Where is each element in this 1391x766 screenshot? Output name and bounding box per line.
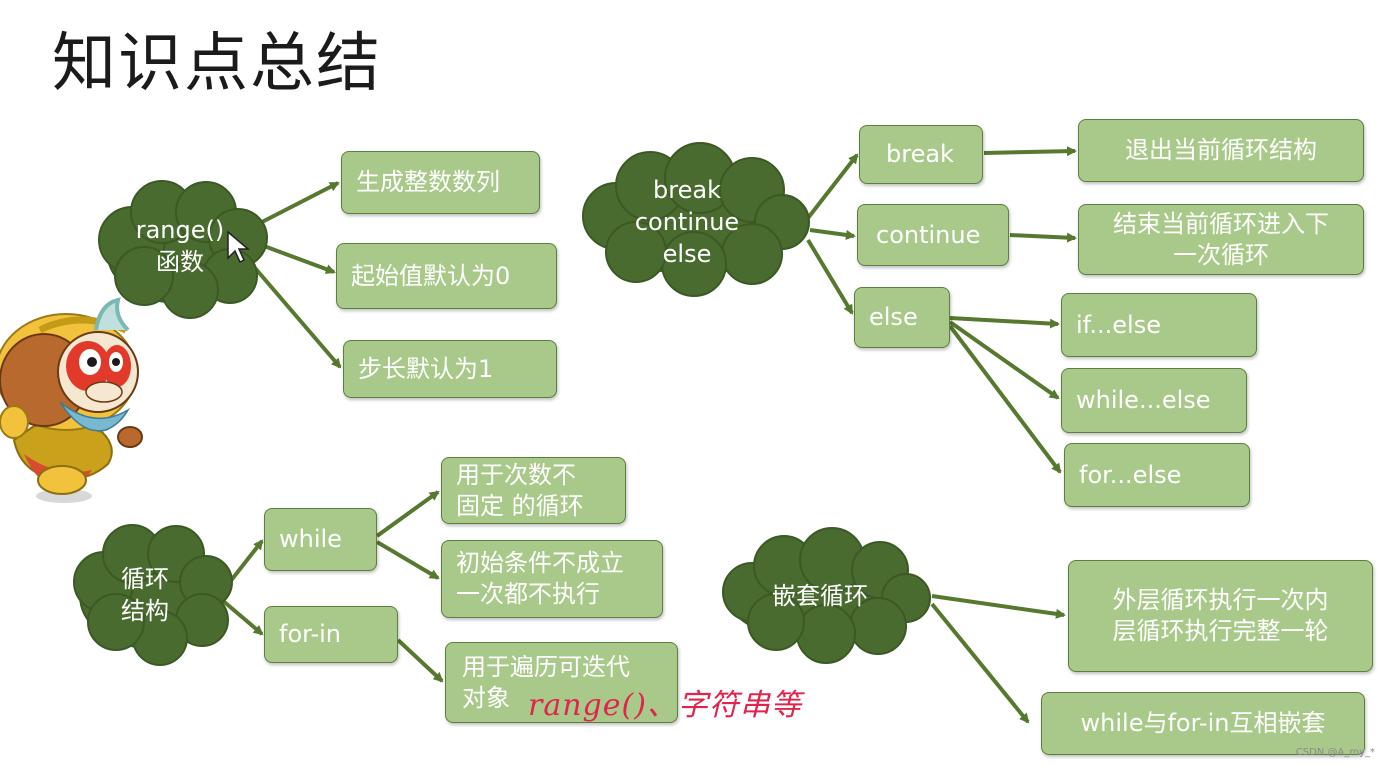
arrow-flow-to-else	[806, 238, 854, 315]
page-title: 知识点总结	[52, 27, 382, 101]
cloud-loop-label: 循环 结构	[121, 565, 169, 625]
arrow-else-to-while-else	[948, 320, 1060, 400]
node-while-desc2: 初始条件不成立 一次都不执行	[441, 540, 663, 618]
node-continue: continue	[857, 204, 1009, 266]
arrow-range-to-gen-seq	[261, 181, 340, 224]
cloud-flow	[582, 142, 810, 297]
arrow-while-to-desc	[375, 490, 440, 538]
handwritten-annotation: range()、字符串等	[528, 688, 802, 723]
cloud-loop	[73, 524, 233, 666]
arrow-break-to-desc	[983, 146, 1077, 157]
node-while-else: while...else	[1061, 368, 1247, 433]
cloud-range	[98, 180, 268, 319]
cloud-flow-label: break continue else	[634, 176, 740, 268]
arrow-range-to-step-default	[253, 266, 342, 369]
node-if-else: if...else	[1061, 293, 1257, 357]
monkey-mascot-illustration	[0, 297, 143, 503]
arrow-else-to-if-else	[949, 316, 1060, 329]
node-start-default: 起始值默认为0	[336, 243, 557, 309]
node-nested-desc: 外层循环执行一次内 层循环执行完整一轮	[1068, 560, 1373, 672]
cloud-range-label: range() 函数	[135, 216, 225, 276]
cloud-nested	[722, 527, 931, 664]
arrow-else-to-for-else	[948, 324, 1062, 474]
arrow-flow-to-break	[806, 153, 859, 220]
node-break-desc: 退出当前循环结构	[1078, 119, 1364, 182]
node-else: else	[854, 287, 950, 348]
watermark: CSDN @A_my_*	[1295, 747, 1375, 758]
arrow-for-in-to-desc	[396, 638, 444, 683]
node-for-in-desc: 用于遍历可迭代 对象	[445, 642, 678, 723]
node-step-default: 步长默认为1	[343, 340, 557, 398]
arrow-flow-to-continue	[809, 228, 856, 240]
node-break: break	[859, 125, 983, 184]
arrow-continue-to-desc	[1009, 232, 1077, 243]
arrow-nested-to-desc2	[930, 602, 1030, 724]
node-gen-seq: 生成整数数列	[341, 151, 540, 214]
node-while-desc: 用于次数不 固定 的循环	[441, 457, 626, 524]
arrow-range-to-start-default	[263, 244, 336, 274]
node-for-in: for-in	[264, 606, 398, 663]
node-while: while	[264, 508, 377, 571]
arrow-while-to-desc2	[375, 540, 440, 580]
node-continue-desc: 结束当前循环进入下 一次循环	[1078, 204, 1364, 275]
mouse-cursor-icon	[227, 230, 251, 264]
node-for-else: for...else	[1064, 443, 1250, 507]
node-nested-desc2: while与for-in互相嵌套	[1041, 692, 1365, 755]
arrow-loop-to-for-in	[220, 598, 264, 636]
cloud-nested-label: 嵌套循环	[772, 582, 868, 610]
arrow-nested-to-desc	[931, 594, 1066, 619]
